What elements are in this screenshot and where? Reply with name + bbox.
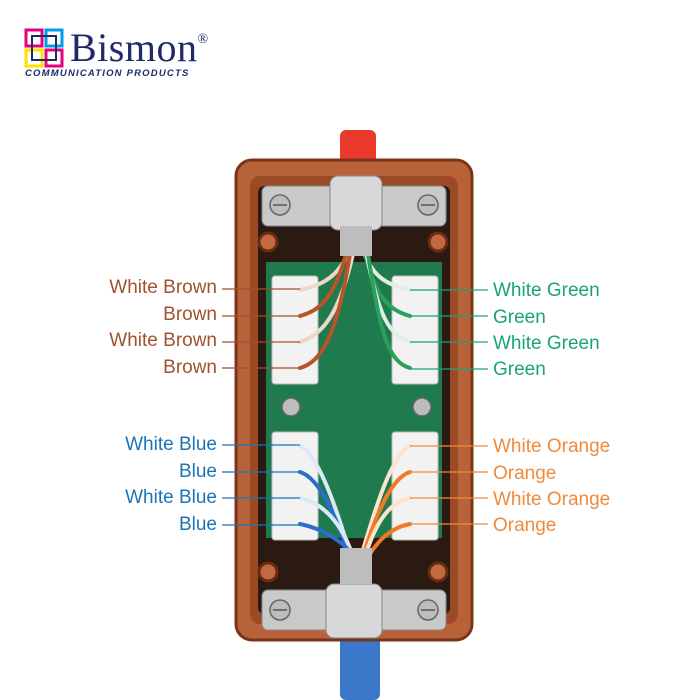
right-label-5: Orange bbox=[493, 463, 557, 484]
terminal-blocks bbox=[271, 275, 439, 541]
right-label-2: White Green bbox=[493, 333, 600, 354]
cable-shield-bottom bbox=[340, 548, 372, 584]
right-label-0: White Green bbox=[493, 280, 600, 301]
brand-name: Bismon® bbox=[70, 25, 209, 70]
left-label-4: White Blue bbox=[125, 434, 217, 455]
right-label-6: White Orange bbox=[493, 489, 611, 510]
brand-tagline: COMMUNICATION PRODUCTS bbox=[25, 68, 190, 79]
brand-logo: Bismon® COMMUNICATION PRODUCTS bbox=[24, 25, 224, 79]
left-label-3: Brown bbox=[163, 357, 217, 378]
left-label-7: Blue bbox=[178, 514, 217, 535]
cable-shield-top bbox=[340, 226, 372, 256]
right-label-3: Green bbox=[493, 359, 546, 380]
right-label-4: White Orange bbox=[493, 436, 611, 457]
right-label-7: Orange bbox=[493, 515, 557, 536]
left-label-6: White Blue bbox=[125, 487, 217, 508]
right-label-1: Green bbox=[493, 307, 546, 328]
logo-mark-icon bbox=[24, 28, 64, 68]
left-label-5: Blue bbox=[178, 461, 217, 482]
mounting-holes bbox=[257, 231, 449, 583]
left-label-1: Brown bbox=[163, 304, 217, 325]
left-label-0: White Brown bbox=[109, 277, 217, 298]
left-label-2: White Brown bbox=[109, 330, 217, 351]
